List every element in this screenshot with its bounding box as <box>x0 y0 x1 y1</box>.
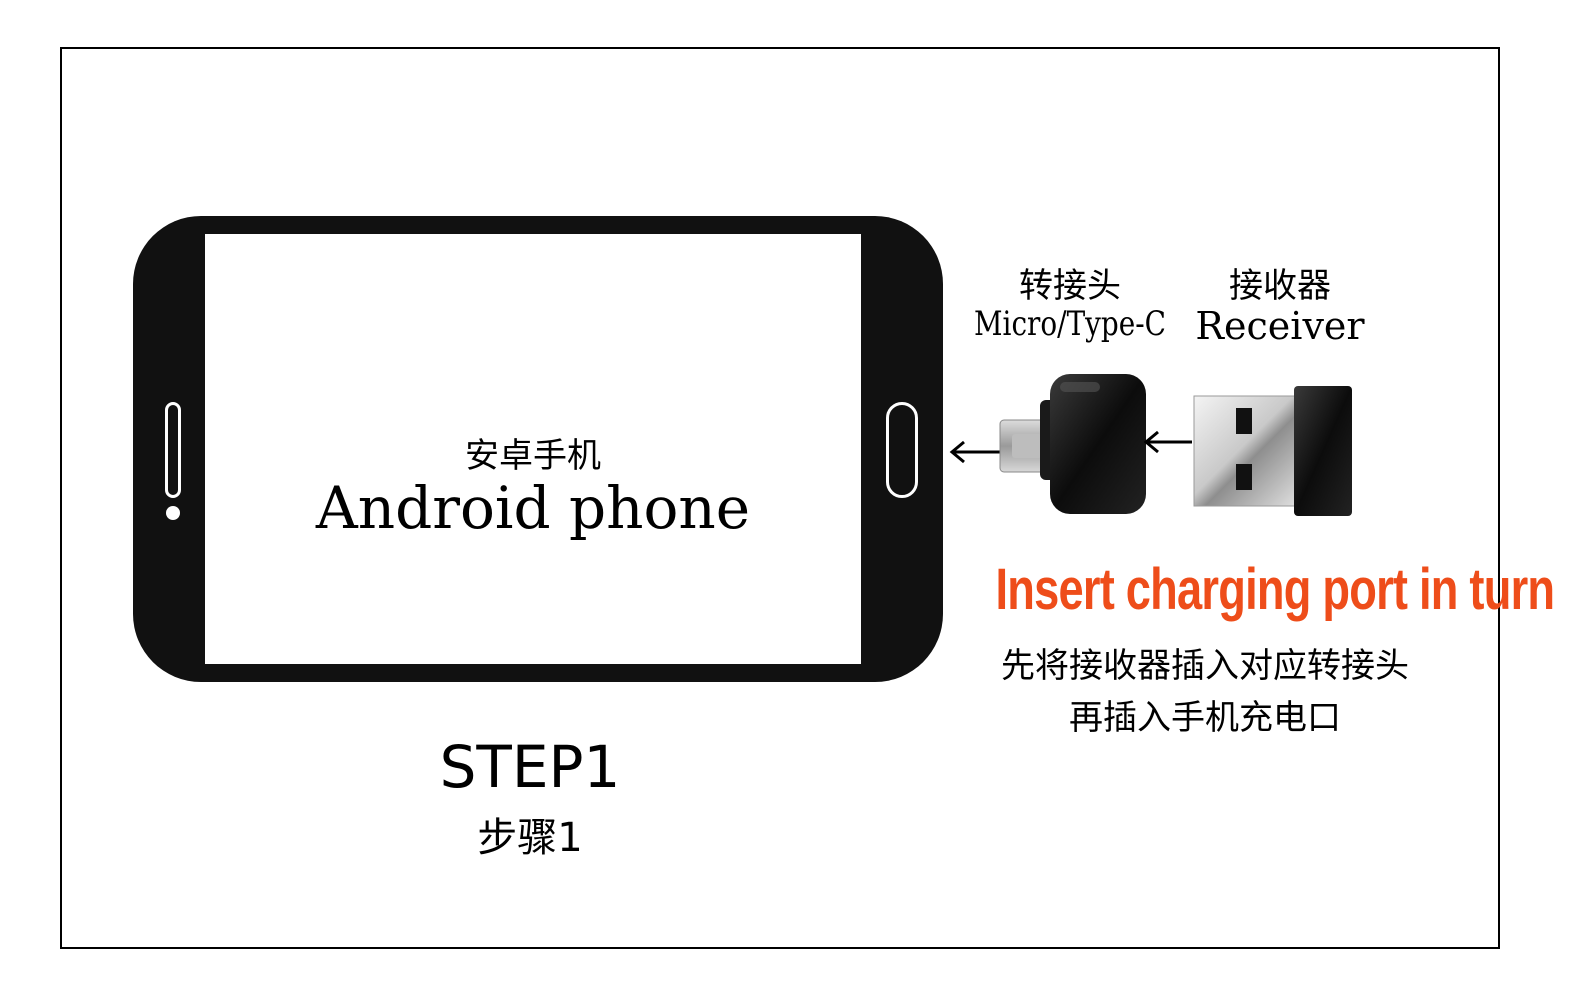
step-title-zh: 步骤1 <box>380 805 680 863</box>
receiver-label-zh: 接收器 <box>1190 258 1370 307</box>
arrow-left-icon <box>952 442 1000 462</box>
adapter-label-zh: 转接头 <box>980 258 1160 307</box>
instruction-line-2: 再插入手机充电口 <box>960 690 1450 739</box>
phone-label-zh: 安卓手机 <box>205 428 861 477</box>
receiver-label-en: Receiver <box>1180 304 1380 348</box>
step-title: STEP1 <box>380 733 680 801</box>
instruction-line-1: 先将接收器插入对应转接头 <box>960 638 1450 687</box>
phone-speaker <box>165 402 181 498</box>
adapter-label-en: Micro/Type-C <box>972 304 1169 344</box>
arrow-left-icon <box>1146 432 1192 452</box>
usb-receiver-icon <box>1194 386 1352 516</box>
phone-home-button <box>886 402 918 498</box>
instruction-headline: Insert charging port in turn <box>996 556 1425 623</box>
phone-label-en: Android phone <box>205 474 861 542</box>
phone-camera-dot <box>166 506 180 520</box>
otg-adapter-icon <box>1000 374 1146 514</box>
connection-parts <box>940 360 1380 530</box>
